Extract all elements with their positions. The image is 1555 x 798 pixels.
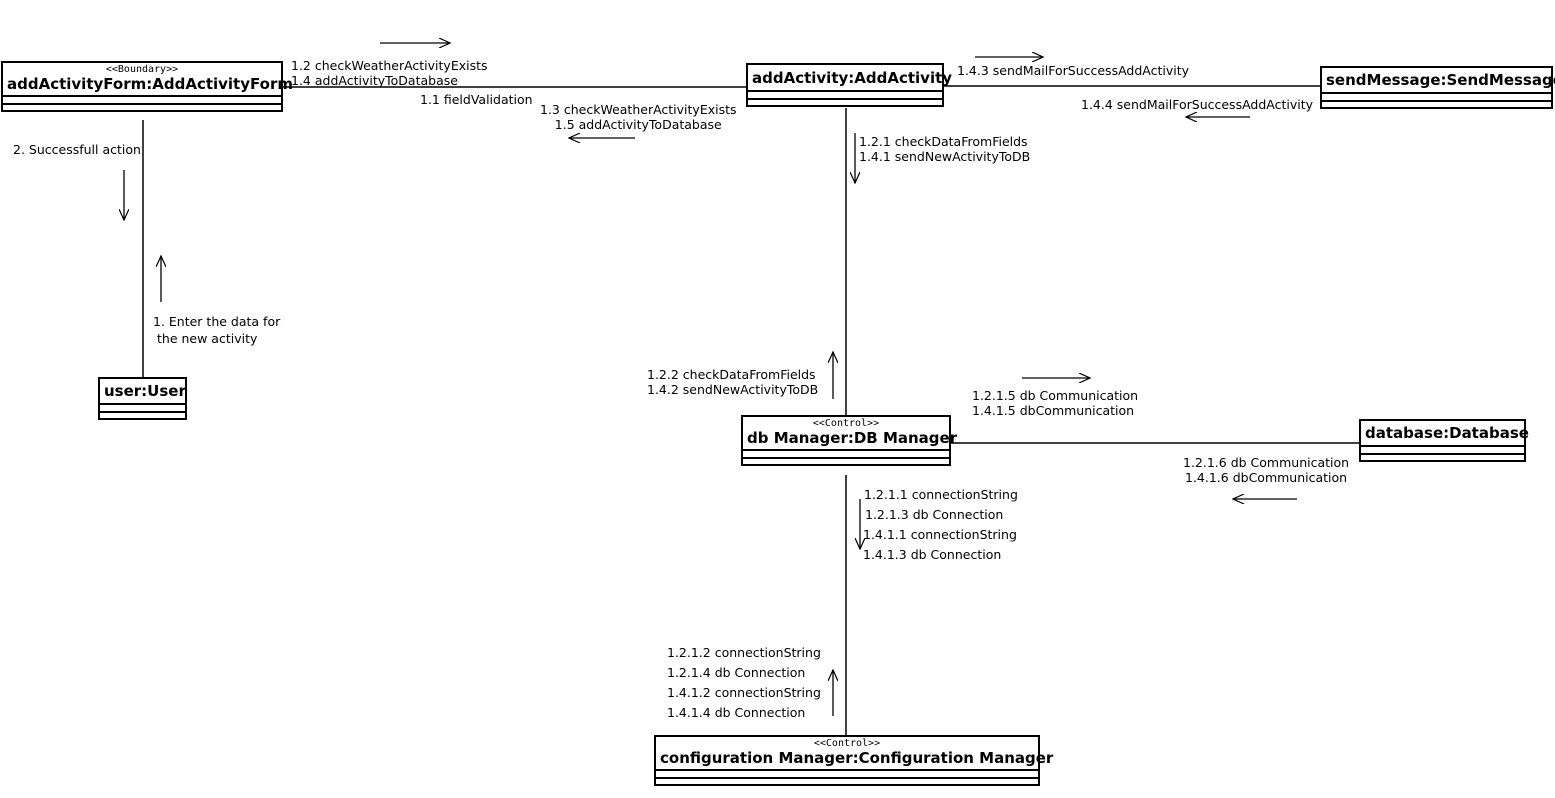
attribute-compartment xyxy=(656,771,1038,779)
message-text: 1.4.1.3 db Connection xyxy=(863,547,1002,562)
object-db-manager[interactable]: <<Control>> db Manager:DB Manager xyxy=(741,415,958,466)
message-text: 1.4.2 sendNewActivityToDB xyxy=(647,382,819,397)
object-name: addActivityForm:AddActivityForm xyxy=(7,75,293,93)
message-label: 2. Successfull action xyxy=(13,142,141,157)
object-header: sendMessage:SendMessage xyxy=(1322,68,1555,94)
message-text: 1.2.1.1 connectionString xyxy=(864,487,1018,502)
object-header: <<Control>> configuration Manager:Config… xyxy=(656,737,1054,771)
message-text: the new activity xyxy=(157,331,258,346)
operation-compartment xyxy=(748,100,942,105)
message-label: 1.2 checkWeatherActivityExists 1.4 addAc… xyxy=(291,58,488,88)
stereotype-label: <<Boundary>> xyxy=(105,64,179,75)
object-name: sendMessage:SendMessage xyxy=(1326,71,1555,89)
message-text: 1.2.1.4 db Connection xyxy=(667,665,806,680)
message-text: 1.5 addActivityToDatabase xyxy=(554,117,722,132)
attribute-compartment xyxy=(1361,447,1524,455)
object-header: addActivity:AddActivity xyxy=(748,65,953,92)
message-label: 1. Enter the data for the new activity xyxy=(153,313,280,347)
object-header: database:Database xyxy=(1361,421,1529,447)
object-user[interactable]: user:User xyxy=(98,377,187,420)
message-text: 1.2.1 checkDataFromFields xyxy=(859,134,1028,149)
operation-compartment xyxy=(1361,455,1524,460)
object-header: <<Boundary>> addActivityForm:AddActivity… xyxy=(3,63,293,97)
attribute-compartment xyxy=(743,451,949,459)
message-text: 1.4.1.6 dbCommunication xyxy=(1185,470,1348,485)
message-text: 1.4.1.1 connectionString xyxy=(863,527,1017,542)
message-text: 1.2 checkWeatherActivityExists xyxy=(291,58,488,73)
attribute-compartment xyxy=(3,97,281,105)
object-send-message[interactable]: sendMessage:SendMessage xyxy=(1320,66,1555,109)
object-name: user:User xyxy=(104,382,186,400)
message-label: 1.4.4 sendMailForSuccessAddActivity xyxy=(1081,97,1314,112)
message-text: 1.2.1.2 connectionString xyxy=(667,645,821,660)
operation-compartment xyxy=(656,779,1038,784)
object-configuration-manager[interactable]: <<Control>> configuration Manager:Config… xyxy=(654,735,1054,786)
object-header: user:User xyxy=(100,379,186,405)
object-name: configuration Manager:Configuration Mana… xyxy=(660,749,1054,767)
operation-compartment xyxy=(743,459,949,464)
message-label: 1.2.1.1 connectionString 1.2.1.3 db Conn… xyxy=(863,485,1018,565)
message-text: 1.4 addActivityToDatabase xyxy=(291,73,458,88)
attribute-compartment xyxy=(100,405,185,413)
attribute-compartment xyxy=(748,92,942,100)
attribute-compartment xyxy=(1322,94,1551,102)
message-text: 1. Enter the data for xyxy=(153,314,281,329)
message-text: 1.4.1 sendNewActivityToDB xyxy=(859,149,1031,164)
message-text: 1.2.1.3 db Connection xyxy=(865,507,1004,522)
message-label: 1.3 checkWeatherActivityExists 1.5 addAc… xyxy=(540,102,737,132)
operation-compartment xyxy=(1322,102,1551,107)
message-text: 1.2.1.6 db Communication xyxy=(1183,455,1350,470)
object-header: <<Control>> db Manager:DB Manager xyxy=(743,417,958,451)
object-database[interactable]: database:Database xyxy=(1359,419,1529,462)
message-label: 1.4.3 sendMailForSuccessAddActivity xyxy=(957,63,1190,78)
message-text: 1.4.1.5 dbCommunication xyxy=(972,403,1135,418)
object-add-activity-form[interactable]: <<Boundary>> addActivityForm:AddActivity… xyxy=(1,61,293,112)
message-text: 1.3 checkWeatherActivityExists xyxy=(540,102,737,117)
operation-compartment xyxy=(100,413,185,418)
object-name: addActivity:AddActivity xyxy=(752,69,953,87)
message-label: 1.2.1.2 connectionString 1.2.1.4 db Conn… xyxy=(667,643,821,723)
message-label: 1.1 fieldValidation xyxy=(420,92,533,107)
message-text: 1.2.2 checkDataFromFields xyxy=(647,367,816,382)
message-label: 1.2.1.5 db Communication 1.4.1.5 dbCommu… xyxy=(972,388,1138,418)
message-text: 1.4.1.4 db Connection xyxy=(667,705,806,720)
message-label: 1.2.2 checkDataFromFields 1.4.2 sendNewA… xyxy=(647,367,818,397)
object-add-activity[interactable]: addActivity:AddActivity xyxy=(746,63,953,107)
message-text: 1.4.1.2 connectionString xyxy=(667,685,821,700)
stereotype-label: <<Control>> xyxy=(812,418,880,429)
stereotype-label: <<Control>> xyxy=(813,738,881,749)
operation-compartment xyxy=(3,105,281,110)
object-name: db Manager:DB Manager xyxy=(747,429,958,447)
object-name: database:Database xyxy=(1365,424,1529,442)
message-label: 1.2.1.6 db Communication 1.4.1.6 dbCommu… xyxy=(1183,455,1349,485)
message-label: 1.2.1 checkDataFromFields 1.4.1 sendNewA… xyxy=(859,134,1030,164)
message-text: 1.2.1.5 db Communication xyxy=(972,388,1139,403)
